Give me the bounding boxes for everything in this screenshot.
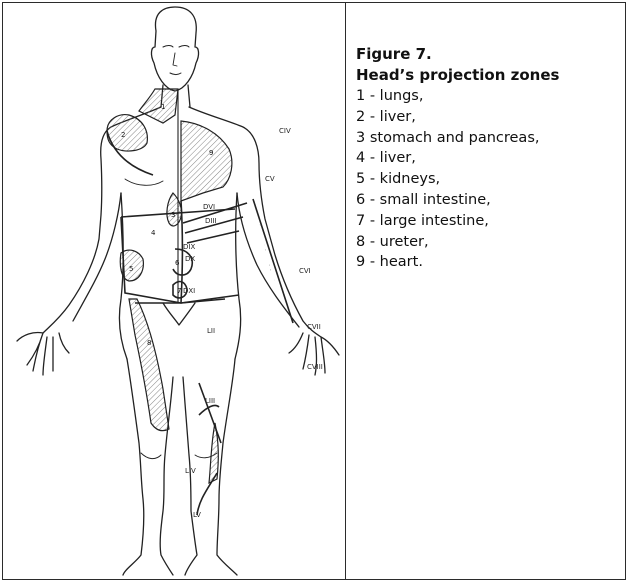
segment-label: LIII xyxy=(205,397,215,405)
body-diagram: 1 2 3 4 5 6 7 8 9 CIV CV CVI CVII CVIII … xyxy=(3,3,345,579)
segment-label: DIII xyxy=(205,217,217,225)
zone-number: 7 xyxy=(177,287,181,295)
legend-item: 6 - small intestine, xyxy=(356,190,624,211)
segment-label: CIV xyxy=(279,127,291,135)
segment-label: LII xyxy=(207,327,215,335)
head-outline xyxy=(151,7,198,91)
zone-number: 9 xyxy=(209,149,213,157)
figure-title: Head’s projection zones xyxy=(356,65,624,86)
zone-number: 8 xyxy=(147,339,151,347)
zone-9-heart xyxy=(181,121,232,201)
zone-1-lungs xyxy=(139,89,178,123)
legend-item: 8 - ureter, xyxy=(356,232,624,253)
legend-item: 2 - liver, xyxy=(356,107,624,128)
segment-label: LV xyxy=(193,511,201,519)
legend-item: 7 - large intestine, xyxy=(356,211,624,232)
zone-number: 6 xyxy=(175,259,180,267)
figure-number: Figure 7. xyxy=(356,44,624,65)
body-diagram-svg: 1 2 3 4 5 6 7 8 9 CIV CV CVI CVII CVIII … xyxy=(3,3,345,579)
segment-label: CVIII xyxy=(307,363,323,371)
right-leg xyxy=(217,359,237,575)
segment-label: DVI xyxy=(203,203,215,211)
left-hand xyxy=(17,332,69,375)
zone-number: 1 xyxy=(161,103,165,111)
left-leg xyxy=(123,359,144,575)
zone-number: 4 xyxy=(151,229,156,237)
zone-number: 2 xyxy=(121,131,125,139)
legend-item: 3 stomach and pancreas, xyxy=(356,128,624,149)
segment-label: DIX xyxy=(183,243,195,251)
legend-item: 5 - kidneys, xyxy=(356,169,624,190)
segment-label: LIV xyxy=(185,467,196,475)
legend-item: 9 - heart. xyxy=(356,252,624,273)
zone-number: 3 xyxy=(171,211,175,219)
column-divider xyxy=(345,2,346,580)
zone-number: 5 xyxy=(129,265,133,273)
segment-label: DX xyxy=(185,255,195,263)
legend-item: 1 - lungs, xyxy=(356,86,624,107)
figure-caption: Figure 7. Head’s projection zones 1 - lu… xyxy=(356,44,624,273)
zone-3-stomach xyxy=(167,193,182,226)
segment-label: CVI xyxy=(299,267,311,275)
zone-legend-list: 1 - lungs, 2 - liver, 3 stomach and panc… xyxy=(356,86,624,273)
segment-label: CVII xyxy=(307,323,321,331)
segment-label: CV xyxy=(265,175,275,183)
legend-item: 4 - liver, xyxy=(356,148,624,169)
segment-label: DXI xyxy=(183,287,195,295)
